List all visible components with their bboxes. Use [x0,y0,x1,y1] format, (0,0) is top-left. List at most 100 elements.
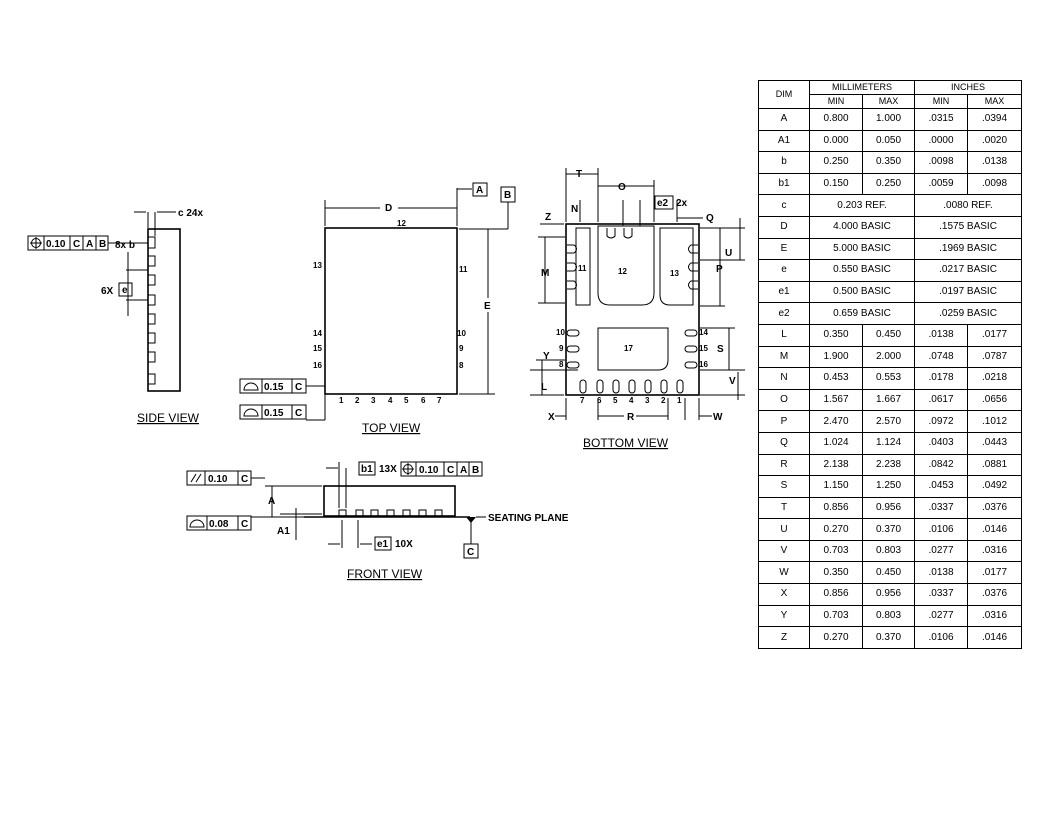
svg-text:e1: e1 [377,539,389,550]
side-view-pins [147,236,156,385]
table-cell: 0.250 [809,151,863,174]
svg-text:0.10: 0.10 [208,474,228,485]
table-cell: .0316 [967,604,1023,628]
svg-text:W: W [713,412,723,423]
table-cell: 0.803 [861,539,916,563]
svg-text:8: 8 [459,361,464,370]
side-view: c 24x 0.10 C A B 8x b 6X e SIDE VIEW [27,208,203,425]
table-cell: R [758,453,810,477]
in-max-header: MAX [967,94,1023,109]
table-cell: E [758,237,810,261]
top-view-title: TOP VIEW [362,421,421,435]
table-cell: .0376 [967,496,1023,520]
svg-text:12: 12 [618,267,627,276]
table-cell: 0.000 [809,129,863,153]
front-view-position-fcf: 0.10 C A B [400,461,483,477]
table-cell: .0315 [914,108,969,131]
svg-text:13X: 13X [379,464,397,475]
table-cell: 0.150 [809,172,863,196]
pad-11 [575,227,591,306]
svg-text:C: C [295,408,302,419]
table-cell: 0.956 [861,496,916,520]
bottom-view-bottom-pins [579,379,684,394]
svg-text:X: X [548,412,555,423]
table-cell: 0.203 REF. [808,194,916,217]
table-cell: .0197 BASIC [914,280,1023,304]
table-cell: 5.000 BASIC [808,237,916,261]
mm-max-header: MAX [861,94,916,109]
table-cell: A1 [758,129,810,153]
profile-symbol-icon [243,408,259,417]
table-cell: .1575 BASIC [914,215,1023,239]
table-cell: .0259 BASIC [914,302,1023,325]
table-cell: 0.703 [809,539,863,563]
svg-text:15: 15 [313,344,322,353]
table-cell: 0.856 [809,496,863,520]
svg-text:9: 9 [459,344,464,353]
table-cell: W [758,561,810,585]
svg-text:11: 11 [578,264,587,273]
table-cell: 1.667 [861,388,916,412]
table-cell: .0337 [914,583,969,606]
table-cell: .0146 [967,626,1023,649]
table-cell: 0.450 [861,323,916,347]
pitch-label: 8x b [115,240,135,251]
c-dimension-label: c 24x [178,208,203,219]
svg-text:2: 2 [355,396,360,405]
svg-text:15: 15 [699,344,708,353]
mm-min-header: MIN [809,94,863,109]
table-cell: 2.570 [861,410,916,433]
table-cell: P [758,410,810,433]
pad-13 [659,227,694,306]
table-cell: 0.500 BASIC [808,280,916,304]
table-cell: .0177 [967,323,1023,347]
bottom-view-title: BOTTOM VIEW [583,436,669,450]
svg-text:16: 16 [313,361,322,370]
table-cell: 0.703 [809,604,863,628]
bottom-view: T O e2 2x Z N Q U P M 11 12 13 [530,168,745,450]
svg-text:13: 13 [313,261,322,270]
svg-text:B: B [472,465,479,476]
svg-text:0.15: 0.15 [264,382,284,393]
table-cell: .0972 [914,410,969,433]
table-cell: b1 [758,172,810,196]
svg-text:10: 10 [457,329,466,338]
table-cell: .0138 [914,323,969,347]
table-cell: .0443 [967,431,1023,455]
svg-text:3: 3 [645,396,650,405]
pad-17 [597,327,669,371]
datum-a-label: A [476,185,483,196]
datum-b-label: B [504,190,511,201]
svg-text:14: 14 [313,329,322,338]
table-cell: D [758,215,810,239]
table-cell: 0.659 BASIC [808,302,916,325]
svg-text:M: M [541,268,549,279]
e-box-label: e [122,285,128,296]
table-cell: 1.124 [861,431,916,455]
table-cell: .1012 [967,410,1023,433]
svg-text:1: 1 [339,396,344,405]
table-cell: .0146 [967,518,1023,541]
table-cell: L [758,323,810,347]
front-view-flatness-fcf: 0.08 C [186,515,252,531]
svg-text:12: 12 [397,219,406,228]
table-cell: 1.150 [809,475,863,498]
seating-plane-label: SEATING PLANE [488,513,569,524]
table-cell: 0.350 [861,151,916,174]
top-view-body [324,227,458,395]
dimension-table: DIM MILLIMETERS INCHES MIN MAX MIN MAX A… [758,80,1023,649]
svg-text:N: N [571,204,578,215]
table-cell: .0098 [914,151,969,174]
